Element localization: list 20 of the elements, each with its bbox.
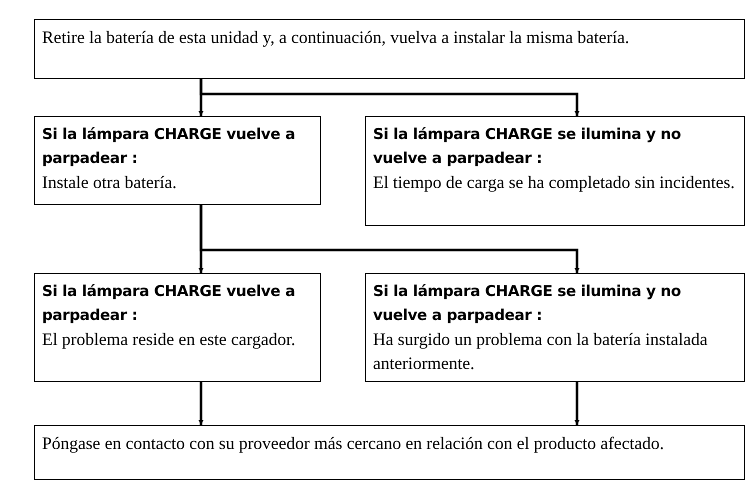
process-box <box>365 116 745 226</box>
arrow <box>198 382 204 425</box>
arrow <box>574 382 580 425</box>
step-text: Retire la batería de esta unidad y, a continuación, vuelva a instalar la misma batería. <box>42 26 630 49</box>
arrow <box>200 205 580 273</box>
arrow <box>200 79 580 116</box>
condition-heading: Si la lámpara CHARGE vuelve a parpadear : <box>42 124 296 169</box>
condition-heading: Si la lámpara CHARGE se ilumina y no vuelve a parpadear : <box>373 281 682 326</box>
step-text: El tiempo de carga se ha completado sin incidentes. <box>373 171 736 194</box>
condition-heading: Si la lámpara CHARGE se ilumina y no vuelve a parpadear : <box>373 124 682 169</box>
process-box <box>365 273 745 382</box>
step-text: Ha surgido un problema con la batería instalada anteriormente. <box>373 328 708 375</box>
process-box <box>34 273 321 382</box>
step-text: Póngase en contacto con su proveedor más cercano en relación con el producto afectado. <box>42 432 665 455</box>
process-box <box>34 116 321 205</box>
condition-heading: Si la lámpara CHARGE vuelve a parpadear : <box>42 281 296 326</box>
process-box <box>34 19 745 79</box>
process-box <box>34 425 745 480</box>
step-text: Instale otra batería. <box>42 171 178 194</box>
step-text: El problema reside en este cargador. <box>42 328 296 351</box>
